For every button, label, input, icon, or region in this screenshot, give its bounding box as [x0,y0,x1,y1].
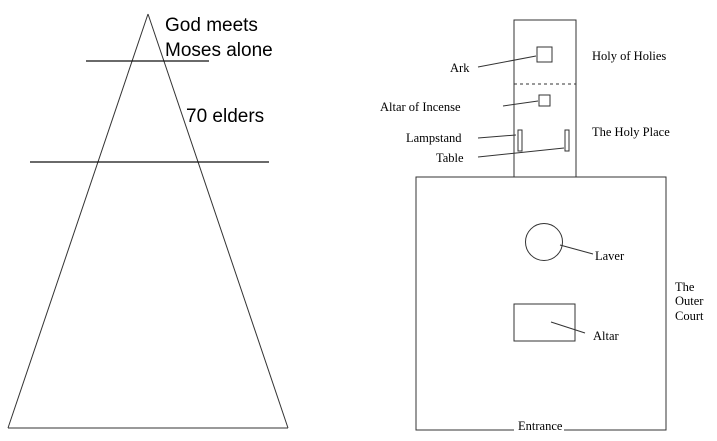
altar-leader [550,321,586,334]
laver-label: Laver [595,249,625,263]
pyramid-top-label-line1: God meets [165,15,258,36]
outer-court-label-line3: Court [675,309,704,323]
outer-court-label-line2: Outer [675,294,704,308]
pyramid-diagram: God meets Moses alone 70 elders [7,13,289,429]
laver-leader [559,244,594,255]
entrance-gap [514,420,564,438]
outer-court-label-line1: The [675,280,695,294]
ark-shape [536,46,553,63]
altar-of-incense-leader [502,100,539,107]
pyramid-right-edge [147,13,289,429]
table-leader [477,147,565,158]
holy-place-column [513,19,577,178]
lampstand-shape [517,129,523,152]
laver-shape [525,223,563,261]
entrance-label: Entrance [518,419,563,433]
pyramid-middle-label: 70 elders [186,106,264,127]
altar-of-incense-label: Altar of Incense [380,100,461,114]
ark-label: Ark [450,61,470,75]
ark-leader [477,55,537,68]
table-label: Table [436,151,464,165]
holy-of-holies-label: Holy of Holies [592,49,666,63]
altar-label: Altar [593,329,620,343]
pyramid-top-label-line2: Moses alone [165,40,273,61]
pyramid-left-edge [7,13,149,429]
altar-shape [513,303,576,342]
holy-place-label: The Holy Place [592,125,670,139]
table-shape [564,129,570,152]
tabernacle-diagram: Ark Holy of Holies Altar of Incense Lamp… [380,19,704,438]
lampstand-label: Lampstand [406,131,462,145]
lampstand-leader [477,134,517,139]
altar-of-incense-shape [538,94,551,107]
